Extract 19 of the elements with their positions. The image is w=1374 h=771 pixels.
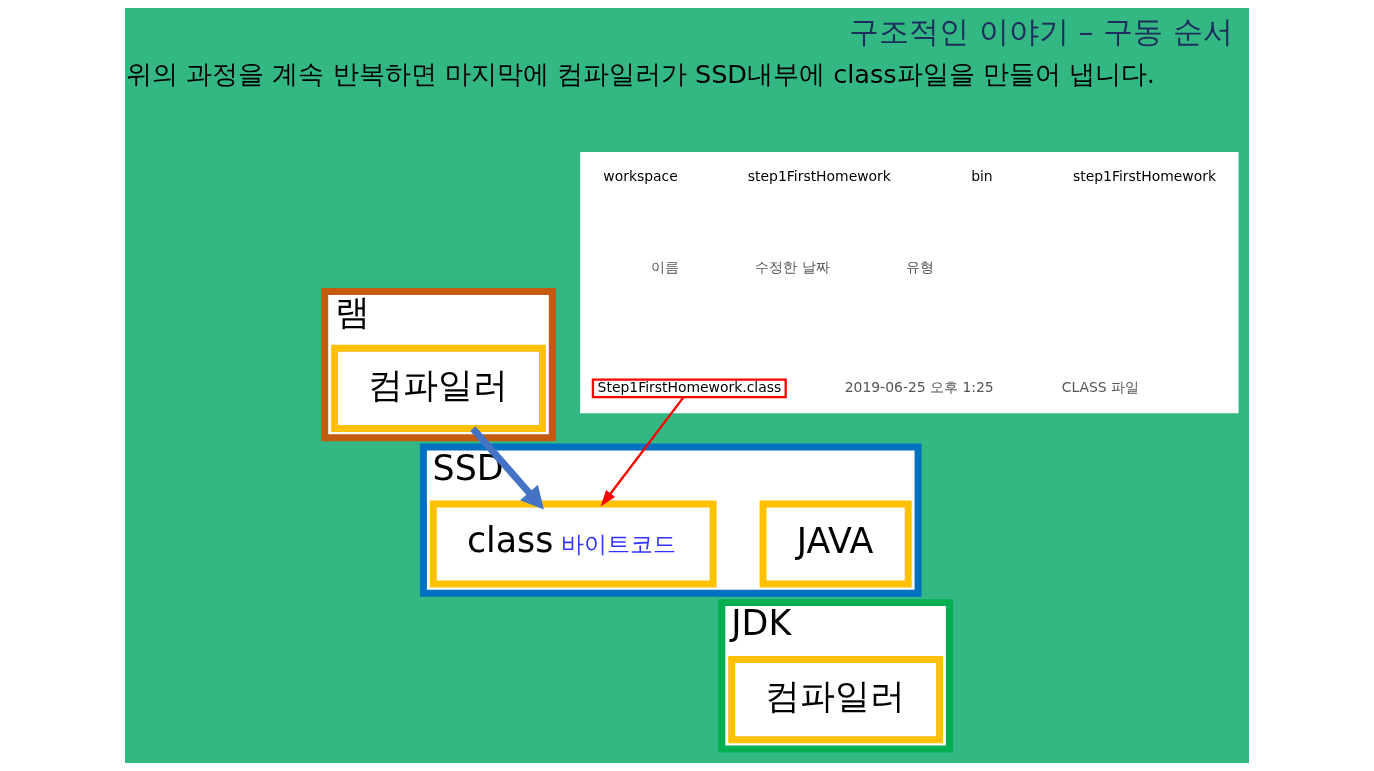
label: workspace <box>603 167 678 184</box>
label: bin <box>971 167 993 184</box>
node-box: 컴파일러 <box>331 344 546 432</box>
label: step1FirstHomework <box>747 167 891 184</box>
label: 이름 <box>650 259 679 276</box>
node-box: 컴파일러 <box>728 656 944 744</box>
node-box: JAVA <box>759 500 912 588</box>
label: 유형 <box>906 259 935 276</box>
label: 2019-06-25 오후 1:25 <box>844 379 994 395</box>
label: 수정한 날짜 <box>755 259 830 276</box>
arrow <box>470 426 544 510</box>
cluster <box>580 152 1239 414</box>
node-box: class 바이트코드 <box>429 500 717 588</box>
label: 위의 과정을 계속 반복하면 마지막에 컴파일러가 SSD내부에 class파일을 만들어 냅니다. <box>126 59 1155 90</box>
label: CLASS 파일 <box>1061 379 1140 395</box>
arrow <box>600 396 685 507</box>
label: step1FirstHomework <box>1072 167 1217 184</box>
node-box: Step1FirstHomework.class <box>591 378 787 399</box>
diagram-title: 구조적인 이야기 – 구동 순서 <box>849 13 1233 49</box>
